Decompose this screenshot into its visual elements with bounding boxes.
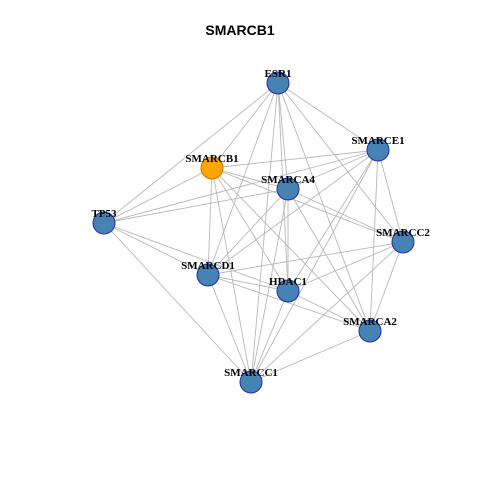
edge-tp53-smarcd1	[103, 222, 209, 276]
edge-tp53-smarcc1	[103, 222, 252, 383]
node-label-smarce1: SMARCE1	[351, 135, 404, 147]
edge-hdac1-smarcc1	[250, 290, 289, 383]
edge-smarcb1-smarcc2	[211, 167, 404, 243]
node-esr1	[266, 71, 290, 95]
node-label-smarcd1: SMARCD1	[181, 260, 235, 272]
node-label-smarca2: SMARCA2	[343, 316, 397, 328]
edge-smarcb1-tp53	[103, 167, 213, 224]
edge-smarcb1-smarcc1	[211, 167, 252, 383]
node-label-smarca4: SMARCA4	[261, 174, 315, 186]
labels-layer: ESR1SMARCE1SMARCB1SMARCA4TP53SMARCC2SMAR…	[91, 68, 430, 379]
edge-smarcc2-hdac1	[287, 241, 404, 292]
edge-esr1-smarcb1	[211, 82, 279, 169]
node-smarce1	[366, 138, 390, 162]
node-label-smarcc1: SMARCC1	[224, 367, 278, 379]
edge-smarce1-smarca4	[287, 149, 379, 190]
node-label-hdac1: HDAC1	[269, 276, 307, 288]
edge-smarcc2-smarcd1	[207, 241, 404, 276]
edge-esr1-smarca4	[277, 82, 289, 190]
node-smarcb1	[200, 156, 224, 180]
edge-hdac1-smarca2	[287, 290, 371, 332]
edge-smarcc2-smarcc1	[250, 241, 404, 383]
edge-smarca4-tp53	[103, 188, 289, 224]
node-smarcc1	[239, 370, 263, 394]
edge-esr1-tp53	[103, 82, 279, 224]
edge-esr1-smarce1	[277, 82, 379, 151]
nodes-layer	[92, 71, 415, 394]
edge-smarca4-smarcc1	[250, 188, 289, 383]
node-label-tp53: TP53	[91, 208, 117, 220]
edge-esr1-smarcc1	[250, 82, 279, 383]
node-label-smarcc2: SMARCC2	[376, 227, 430, 239]
edge-smarce1-smarcd1	[207, 149, 379, 276]
edge-esr1-smarca2	[277, 82, 371, 332]
edge-smarcd1-smarca2	[207, 274, 371, 332]
node-tp53	[92, 211, 116, 235]
edge-smarce1-hdac1	[287, 149, 379, 292]
edge-smarcc2-smarca2	[369, 241, 404, 332]
edge-esr1-smarcd1	[207, 82, 279, 276]
edge-smarcb1-smarca2	[211, 167, 371, 332]
edge-smarcb1-smarcd1	[207, 167, 213, 276]
edge-smarce1-tp53	[103, 149, 379, 224]
node-smarca2	[358, 319, 382, 343]
edge-smarcd1-hdac1	[207, 274, 289, 292]
edge-smarca4-smarcd1	[207, 188, 289, 276]
edge-smarca4-smarcc2	[287, 188, 404, 243]
edge-smarcb1-smarca4	[211, 167, 289, 190]
node-smarcd1	[196, 263, 220, 287]
edge-smarcd1-smarcc1	[207, 274, 252, 383]
edge-smarce1-smarca2	[369, 149, 379, 332]
edge-smarce1-smarcc1	[250, 149, 379, 383]
plot-title: SMARCB1	[205, 22, 275, 38]
edge-smarca4-smarca2	[287, 188, 371, 332]
node-smarca4	[276, 177, 300, 201]
node-label-smarcb1: SMARCB1	[185, 153, 238, 165]
node-label-esr1: ESR1	[265, 68, 292, 80]
edge-smarca2-smarcc1	[250, 330, 371, 383]
edge-smarce1-smarcc2	[377, 149, 404, 243]
edge-tp53-hdac1	[103, 222, 289, 292]
node-hdac1	[276, 279, 300, 303]
edge-smarce1-smarcb1	[211, 149, 379, 169]
edge-esr1-smarcc2	[277, 82, 404, 243]
edges-layer	[103, 82, 404, 383]
node-smarcc2	[391, 230, 415, 254]
